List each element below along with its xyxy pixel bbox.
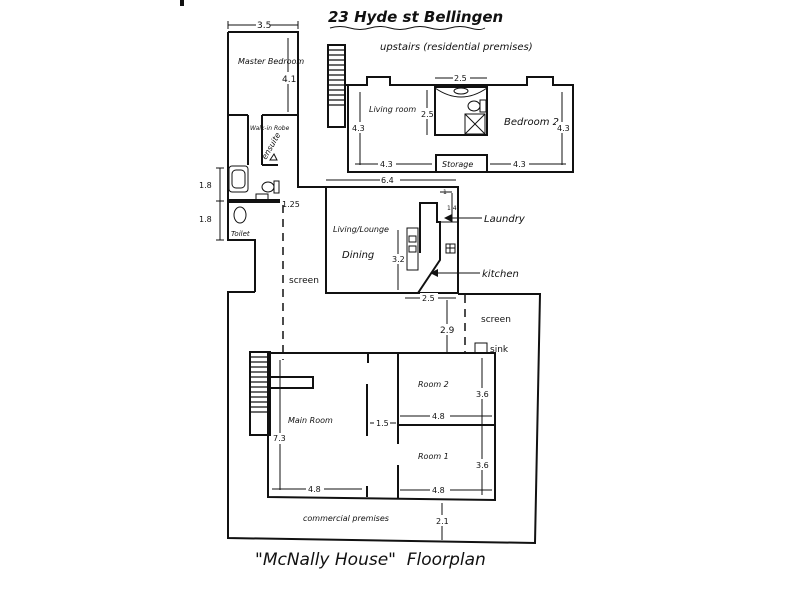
dim-ensuite-width: 1.25: [282, 200, 300, 209]
label-laundry: Laundry: [484, 214, 526, 225]
dim-main-width: 4.8: [308, 485, 321, 494]
dim-master-height: 4.1: [282, 75, 296, 85]
dim-main-height: 7.3: [273, 434, 286, 443]
dim-up-bath-width: 2.5: [454, 74, 467, 83]
dim-living-room-height: 4.3: [352, 124, 365, 133]
dim-lounge-height: 3.2: [392, 255, 405, 264]
scan-mark: [180, 0, 184, 6]
commercial-plan: [227, 291, 542, 545]
upstairs-plan: [327, 44, 574, 173]
label-bedroom-2: Bedroom 2: [504, 117, 559, 128]
label-commercial-premises: commercial premises: [303, 514, 389, 523]
dim-master-width: 3.5: [257, 21, 271, 31]
label-screen: screen: [289, 276, 319, 286]
dim-laundry-height: 1.4: [447, 205, 457, 212]
label-storage: Storage: [442, 160, 473, 169]
dim-kitchen-width: 2.5: [422, 294, 435, 303]
dim-room2-height: 3.6: [476, 390, 489, 399]
label-kitchen: kitchen: [482, 269, 519, 280]
dim-lounge-width: 6.4: [381, 176, 394, 185]
dim-room1-height: 3.6: [476, 461, 489, 470]
dim-up-bath-height: 2.5: [421, 110, 434, 119]
dim-yard-gap: 2.9: [440, 326, 455, 336]
label-screen-yard: screen: [481, 315, 511, 325]
dim-bedroom2-height: 4.3: [557, 124, 570, 133]
dim-bedroom2-width: 4.3: [513, 160, 526, 169]
label-dining: Dining: [342, 250, 374, 261]
dim-rear-gap: 2.1: [436, 517, 449, 526]
label-living-room: Living room: [369, 105, 416, 114]
dim-hall-width: 1.5: [376, 419, 389, 428]
dim-room1-width: 4.8: [432, 486, 445, 495]
dim-room2-width: 4.8: [432, 412, 445, 421]
label-main-room: Main Room: [288, 416, 333, 425]
label-ensuite: ensuite: [260, 131, 283, 161]
dim-bath-height: 1.8: [199, 181, 212, 190]
label-walk-in-robe: Walk-in Robe: [250, 125, 290, 132]
dim-toilet-height: 1.8: [199, 215, 212, 224]
label-living-lounge: Living/Lounge: [333, 225, 389, 234]
title-underline: [329, 26, 486, 30]
label-upstairs: upstairs (residential premises): [380, 42, 533, 53]
label-room-1: Room 1: [418, 452, 449, 461]
dim-laundry-width: 1: [443, 189, 447, 196]
plan-title: 23 Hyde st Bellingen: [328, 8, 503, 26]
living-wing: [325, 179, 482, 299]
label-toilet: Toilet: [231, 230, 250, 238]
label-room-2: Room 2: [418, 380, 449, 389]
label-master-bedroom: Master Bedroom: [238, 57, 304, 66]
label-sink: sink: [490, 345, 509, 355]
dim-living-room-width: 4.3: [380, 160, 393, 169]
plan-caption: "McNally House" Floorplan: [255, 550, 486, 570]
